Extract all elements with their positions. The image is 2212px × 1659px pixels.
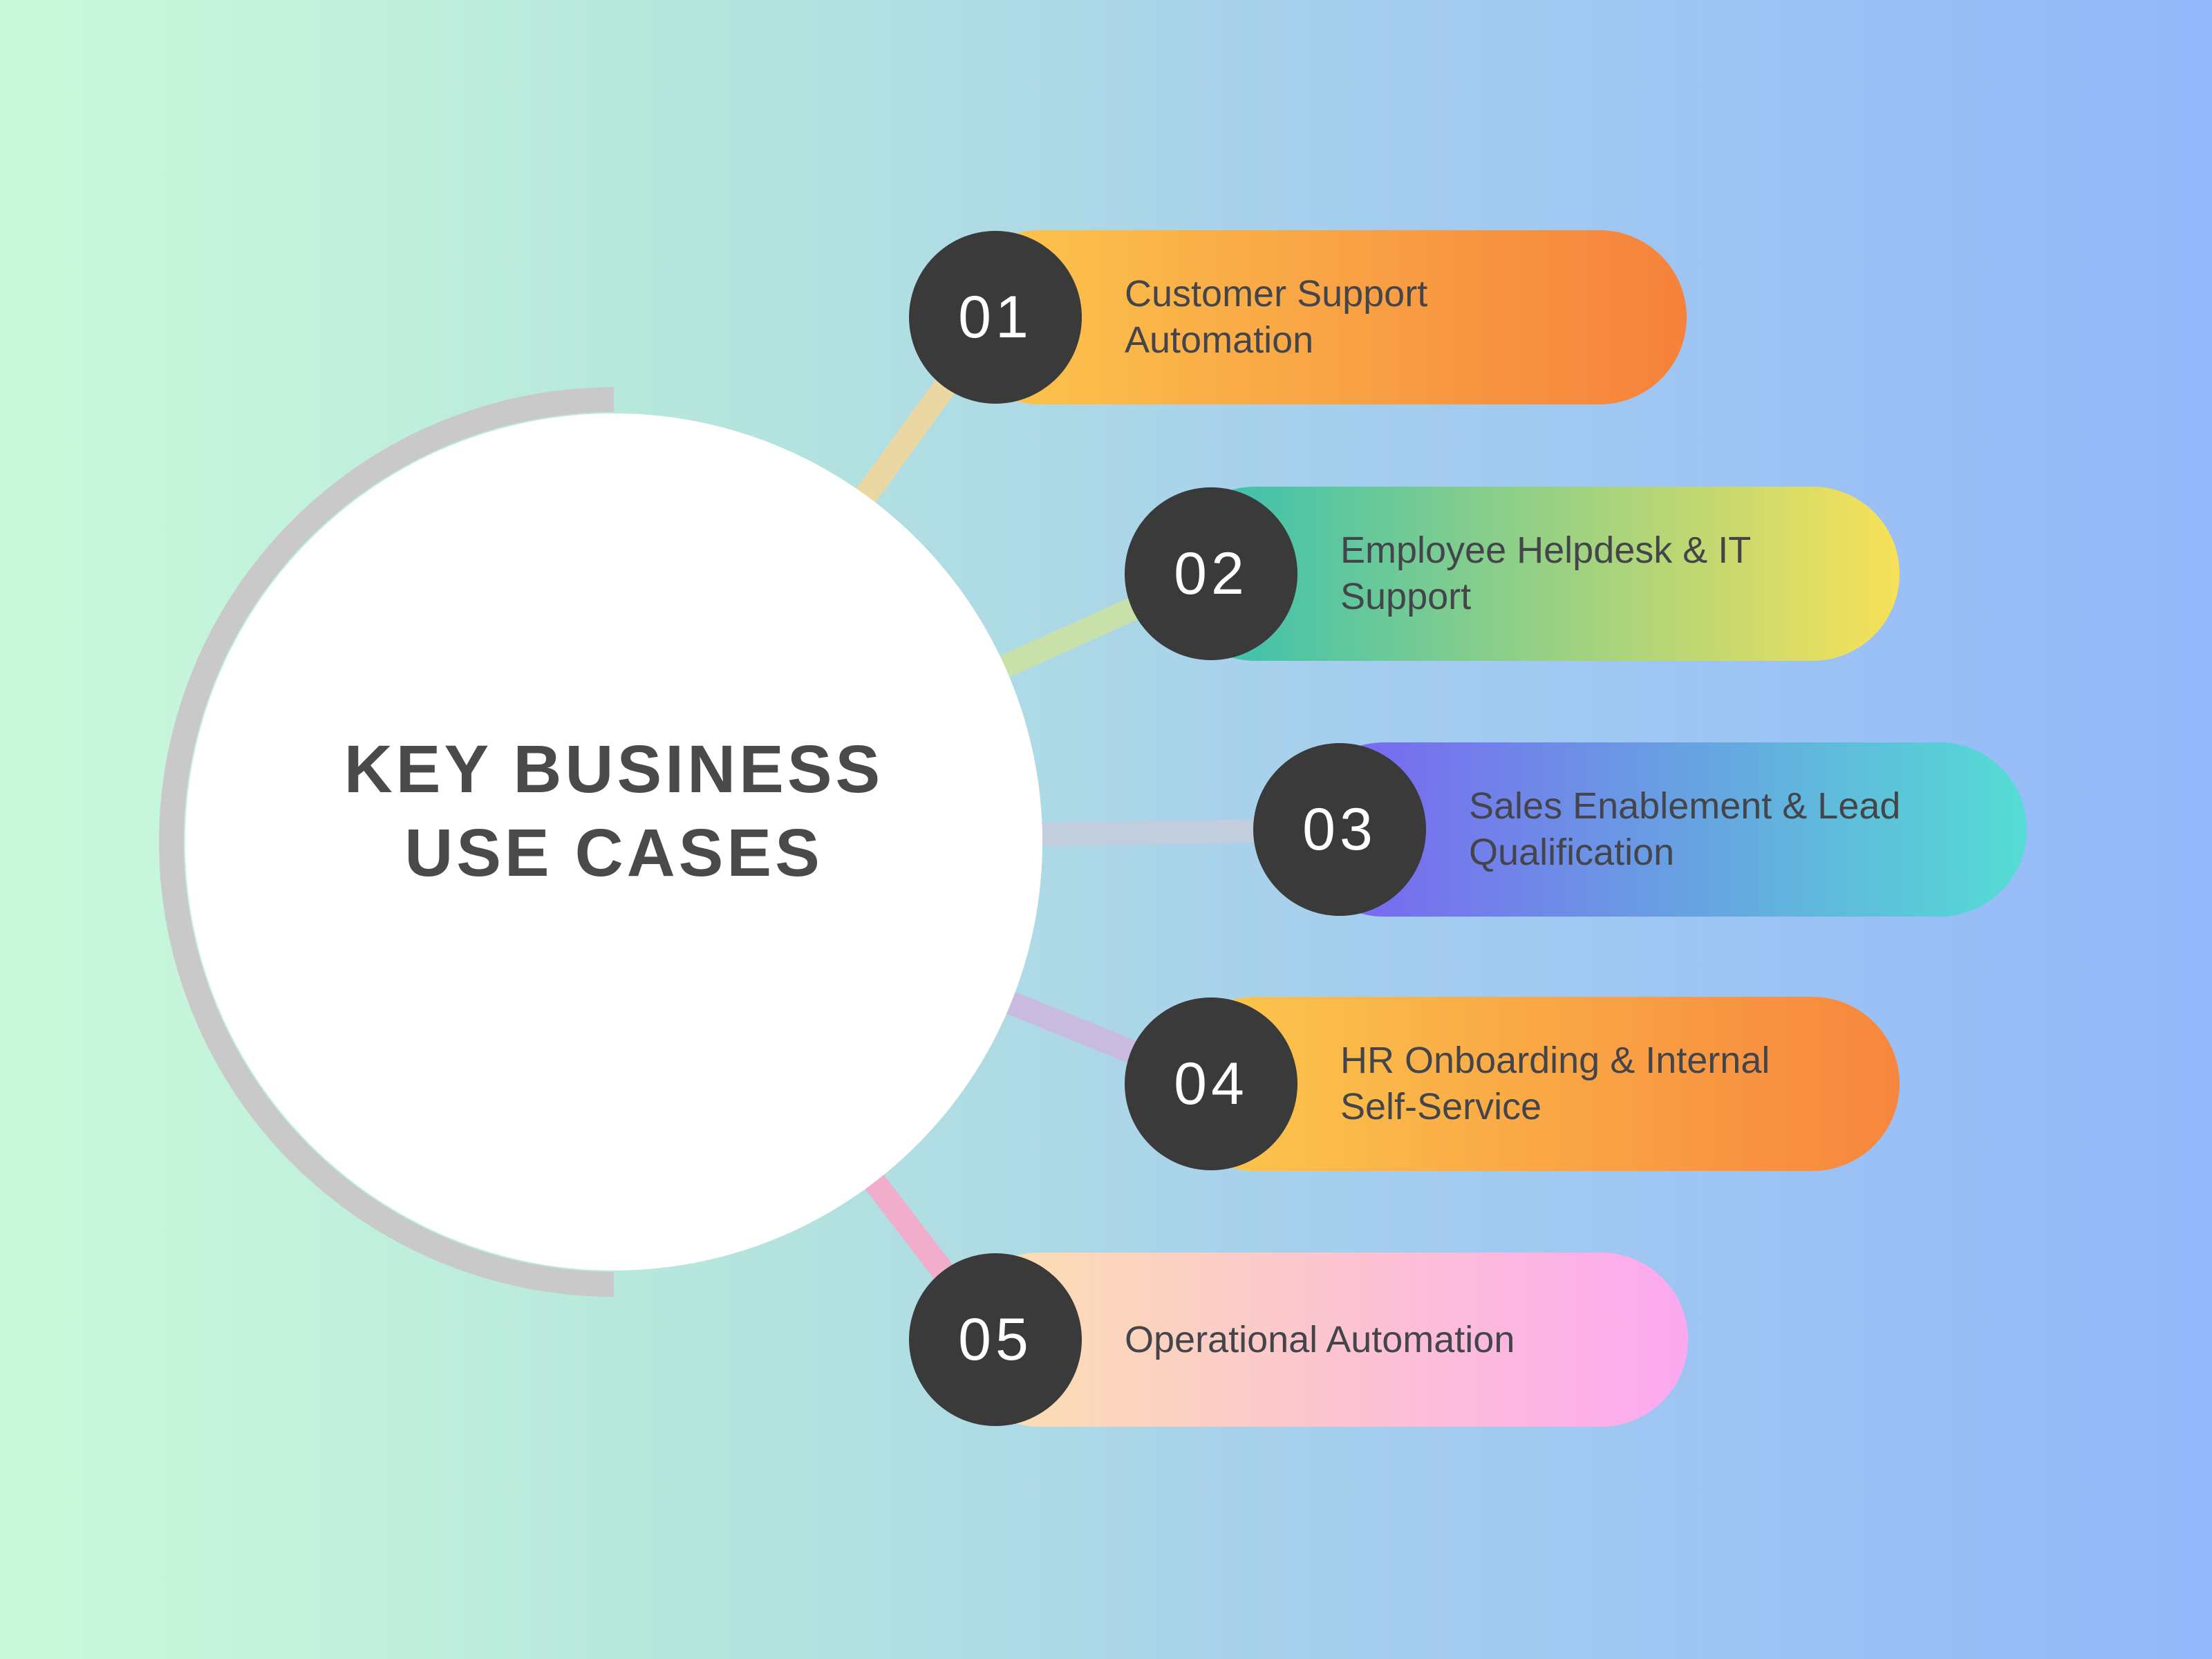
number-badge-1-text: 01 [958, 283, 1033, 350]
use-case-label-5: Operational Automation [1125, 1318, 1515, 1360]
number-badge-3: 03 [1253, 743, 1426, 916]
number-badge-5-text: 05 [958, 1306, 1033, 1373]
number-badge-5: 05 [909, 1253, 1082, 1426]
use-case-label-1: Customer Support Automation [1125, 273, 1428, 361]
number-badge-2-text: 02 [1174, 540, 1248, 607]
number-badge-4: 04 [1125, 997, 1297, 1170]
page-title: KEY BUSINESS USE CASES [344, 727, 884, 895]
use-case-label-3: Sales Enablement & Lead Qualification [1469, 785, 1901, 873]
use-case-label-4: HR Onboarding & Internal Self-Service [1340, 1040, 1770, 1127]
use-case-label-2: Employee Helpdesk & IT Support [1340, 529, 1751, 617]
number-badge-3-text: 03 [1302, 796, 1377, 863]
number-badge-4-text: 04 [1174, 1050, 1248, 1117]
number-badge-2: 02 [1125, 487, 1297, 660]
number-badge-1: 01 [909, 231, 1082, 404]
page-title-line2: USE CASES [404, 815, 823, 890]
title-circle: KEY BUSINESS USE CASES [185, 413, 1042, 1271]
use-case-pill-5: Operational Automation [953, 1253, 1688, 1427]
page-title-line1: KEY BUSINESS [344, 731, 884, 807]
